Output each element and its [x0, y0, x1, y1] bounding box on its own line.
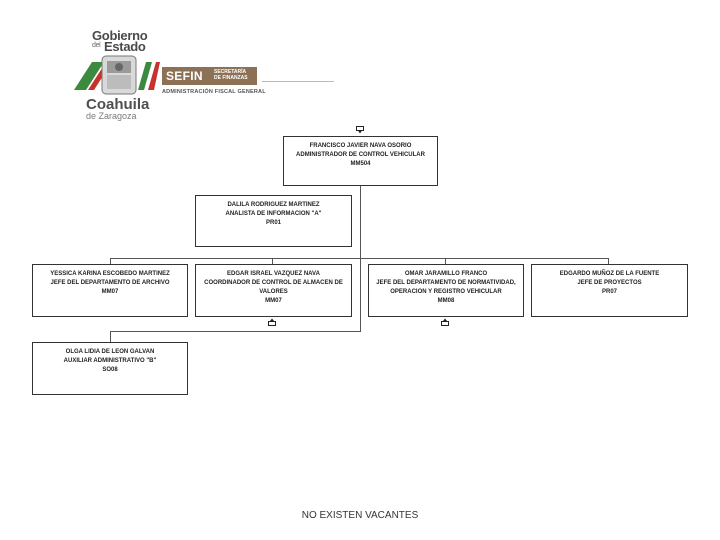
analyst-name: DALILA RODRIGUEZ MARTINEZ: [227, 202, 320, 208]
department-title: COORDINADOR DE CONTROL DE ALMACEN DE VAL…: [204, 280, 343, 295]
department-name: EDGARDO MUÑOZ DE LA FUENTE: [559, 271, 660, 277]
department-box-almacen[interactable]: EDGAR ISRAEL VAZQUEZ NAVA COORDINADOR DE…: [195, 264, 352, 317]
assistant-title: AUXILIAR ADMINISTRATIVO "B": [63, 358, 157, 364]
department-title: JEFE DE PROYECTOS: [577, 280, 642, 286]
state-name: Coahuila: [86, 96, 150, 113]
director-name: FRANCISCO JAVIER NAVA OSORIO: [309, 143, 412, 149]
dept-bus-line: [110, 258, 608, 259]
department-name: YESSICA KARINA ESCOBEDO MARTINEZ: [50, 271, 170, 277]
logo-divider: [262, 81, 334, 82]
expand-handle-icon[interactable]: [356, 126, 364, 134]
dept-drop-4: [608, 258, 609, 264]
assistant-line: [110, 331, 361, 332]
dept-drop-3: [445, 258, 446, 264]
assistant-name: OLGA LIDIA DE LEON GALVAN: [65, 349, 155, 355]
gov-line2: del: [92, 42, 101, 49]
dept-drop-2: [272, 258, 273, 264]
collapse-handle-icon[interactable]: [268, 318, 276, 326]
department-code: MM07: [265, 298, 282, 304]
department-box-proyectos[interactable]: EDGARDO MUÑOZ DE LA FUENTE JEFE DE PROYE…: [531, 264, 688, 317]
analyst-box[interactable]: DALILA RODRIGUEZ MARTINEZ ANALISTA DE IN…: [195, 195, 352, 247]
department-code: PR07: [601, 289, 617, 295]
director-title: ADMINISTRADOR DE CONTROL VEHICULAR: [296, 152, 425, 158]
department-code: MM07: [101, 289, 119, 295]
department-label: ADMINISTRACIÓN FISCAL GENERAL: [162, 89, 266, 95]
assistant-code: SO08: [102, 367, 118, 373]
agency-abbr: SEFIN: [166, 69, 203, 83]
department-title: JEFE DEL DEPARTAMENTO DE ARCHIVO: [50, 280, 170, 286]
government-logo: Gobierno del Estado Coahuila de Zaragoza…: [72, 26, 342, 126]
agency-full: SECRETARÍA DE FINANZAS: [214, 69, 248, 81]
analyst-code: PR01: [265, 220, 281, 226]
assistant-drop: [110, 331, 111, 342]
vacancy-note: NO EXISTEN VACANTES: [301, 510, 419, 521]
director-box[interactable]: FRANCISCO JAVIER NAVA OSORIO ADMINISTRAD…: [283, 136, 438, 186]
department-box-normatividad[interactable]: OMAR JARAMILLO FRANCO JEFE DEL DEPARTAME…: [368, 264, 524, 317]
sefin-badge: SEFIN SECRETARÍA DE FINANZAS: [162, 67, 257, 85]
assistant-box[interactable]: OLGA LIDIA DE LEON GALVAN AUXILIAR ADMIN…: [32, 342, 188, 395]
gov-line3: Estado: [104, 39, 146, 54]
gov-line1: Gobierno: [92, 28, 148, 43]
dept-drop-1: [110, 258, 111, 264]
department-name: EDGAR ISRAEL VAZQUEZ NAVA: [227, 271, 320, 277]
state-suffix: de Zaragoza: [86, 111, 137, 121]
department-title: JEFE DEL DEPARTAMENTO DE NORMATIVIDAD, O…: [376, 280, 516, 295]
department-box-archivo[interactable]: YESSICA KARINA ESCOBEDO MARTINEZ JEFE DE…: [32, 264, 188, 317]
department-name: OMAR JARAMILLO FRANCO: [404, 271, 488, 277]
coat-of-arms-icon: [74, 55, 160, 95]
department-code: MM08: [437, 298, 455, 304]
director-code: MM504: [350, 161, 371, 167]
collapse-handle-icon[interactable]: [441, 318, 449, 326]
analyst-title: ANALISTA DE INFORMACION "A": [225, 211, 322, 217]
